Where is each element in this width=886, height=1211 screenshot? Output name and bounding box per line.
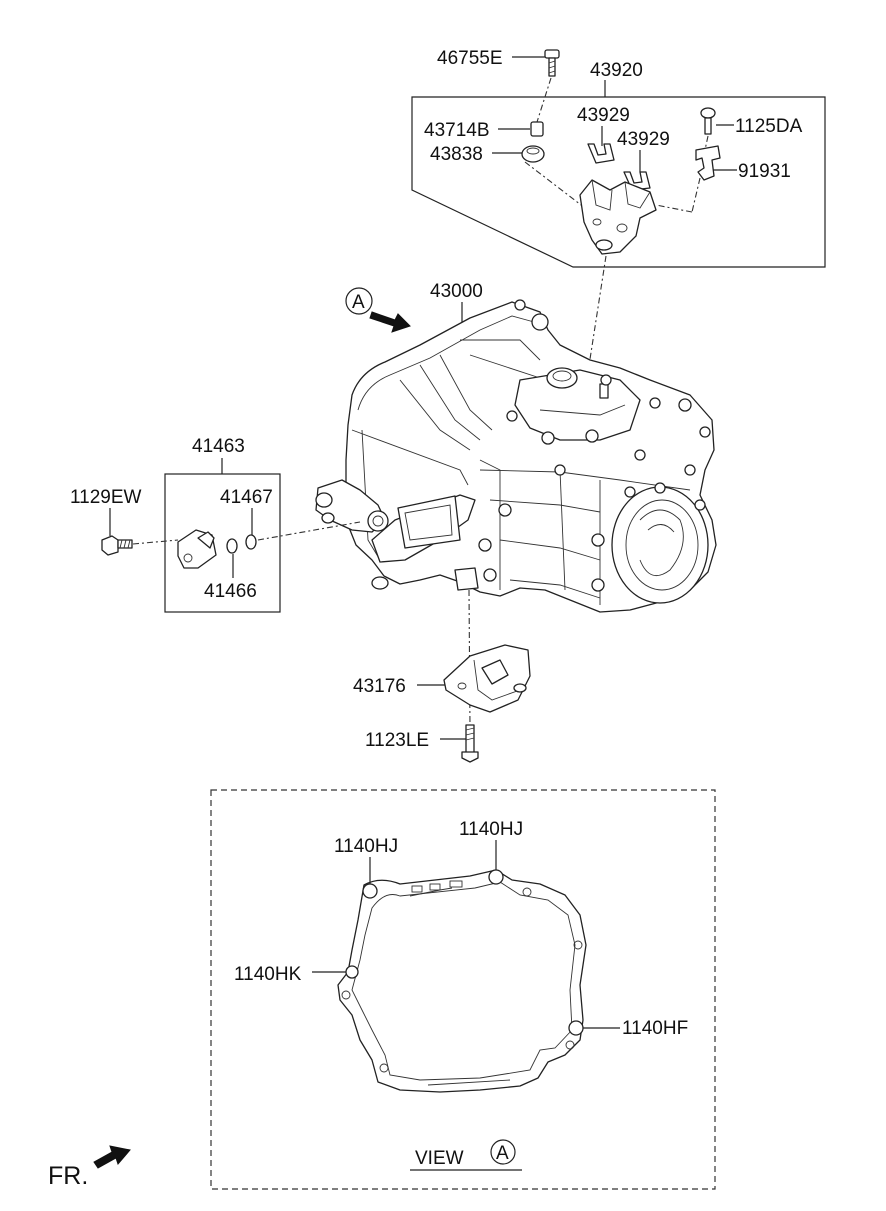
- transmission-housing: [315, 299, 717, 613]
- bolt-1129EW: [101, 535, 133, 556]
- dashline-43920-to-housing: [587, 255, 607, 373]
- washer-41467: [245, 534, 257, 550]
- dashline-91931-b: [655, 204, 693, 213]
- sensor-bracket: [177, 529, 217, 569]
- dashline-1125DA: [704, 135, 709, 151]
- clip-43929-a: [587, 143, 615, 164]
- part-label-1140HK: 1140HK: [234, 964, 302, 985]
- mount-bracket-43176: [443, 644, 531, 713]
- plug-1140HJ-right: [488, 869, 504, 885]
- part-label-46755E: 46755E: [437, 48, 503, 69]
- shift-lever-bracket: [579, 179, 657, 255]
- part-label-1140HF: 1140HF: [622, 1018, 688, 1039]
- shift-assembly-box: [411, 96, 826, 268]
- part-label-43838: 43838: [430, 144, 483, 165]
- part-label-43929-b: 43929: [617, 129, 670, 150]
- screw-1125DA: [700, 107, 716, 135]
- part-label-1140HJ-left: 1140HJ: [334, 836, 398, 857]
- front-direction-label: FR.: [48, 1162, 88, 1190]
- part-label-43920: 43920: [590, 60, 643, 81]
- part-label-1129EW: 1129EW: [70, 487, 142, 508]
- part-label-43176: 43176: [353, 676, 406, 697]
- view-a-pointer: A: [345, 287, 411, 333]
- part-label-43714B: 43714B: [424, 120, 490, 141]
- dashline-41463-to-housing: [257, 521, 361, 541]
- view-a-pointer-letter: A: [352, 292, 365, 313]
- dashline-46755E: [536, 77, 552, 123]
- part-label-1140HJ-right: 1140HJ: [459, 819, 523, 840]
- bell-housing-gasket-outline: [337, 869, 587, 1093]
- view-caption-text: VIEW: [415, 1148, 464, 1169]
- dashline-91931: [691, 177, 701, 213]
- view-caption-letter: A: [496, 1143, 509, 1164]
- part-label-1125DA: 1125DA: [735, 116, 803, 137]
- view-a-box: [210, 789, 716, 1190]
- dashline-43838: [524, 161, 586, 209]
- bolt-1123LE: [461, 724, 479, 763]
- plug-1140HK: [345, 965, 359, 979]
- front-direction-arrow-icon: [93, 1145, 131, 1169]
- bushing-43714B: [530, 121, 544, 137]
- view-caption-circle: [490, 1139, 516, 1165]
- seal-41466: [226, 538, 238, 554]
- dashline-1129EW: [132, 539, 179, 545]
- plug-1140HF: [568, 1020, 584, 1036]
- part-label-91931: 91931: [738, 161, 791, 182]
- plug-1140HJ-left: [362, 883, 378, 899]
- bracket-91931: [695, 145, 721, 181]
- bolt-46755E: [544, 49, 560, 77]
- part-label-1123LE: 1123LE: [365, 730, 429, 751]
- part-label-41467: 41467: [220, 487, 273, 508]
- grommet-43838: [521, 145, 545, 163]
- part-label-41466: 41466: [204, 581, 257, 602]
- part-label-43000: 43000: [430, 281, 483, 302]
- part-label-41463: 41463: [192, 436, 245, 457]
- part-label-43929-a: 43929: [577, 105, 630, 126]
